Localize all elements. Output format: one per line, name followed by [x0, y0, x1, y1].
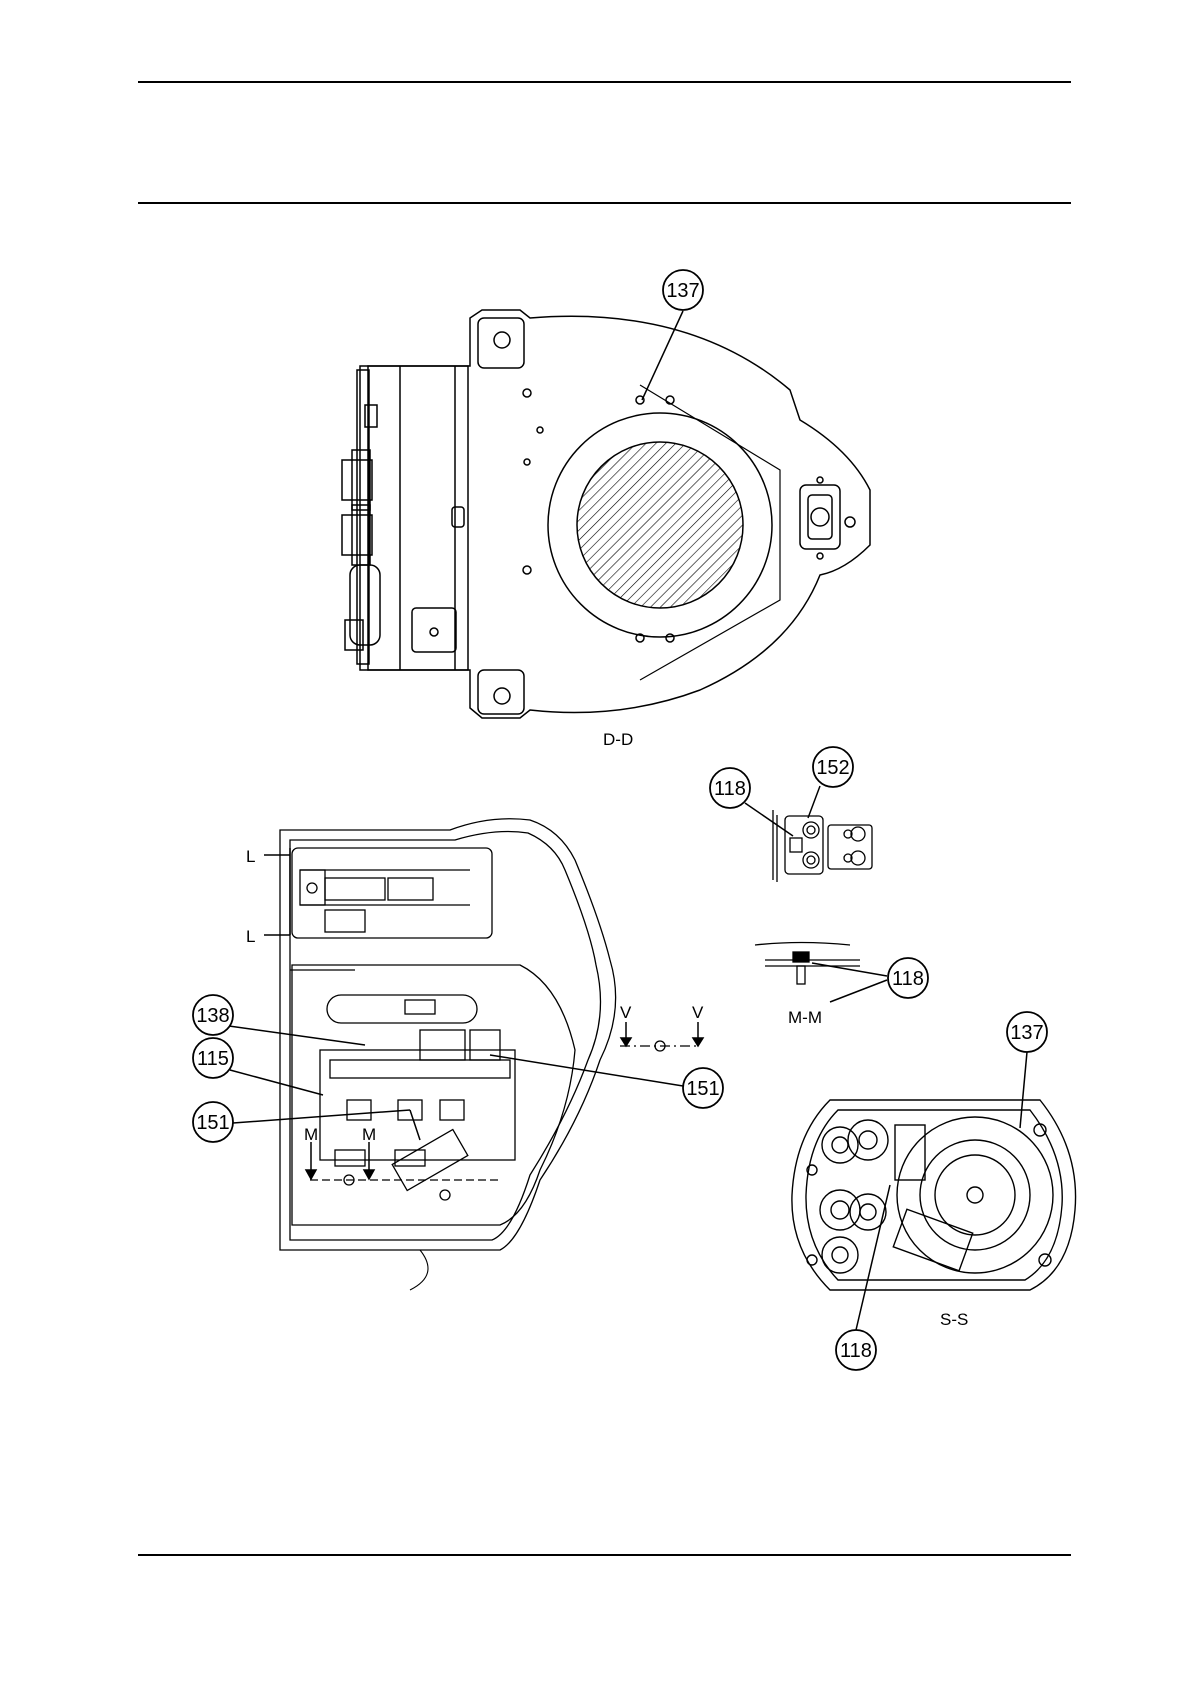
- detail-callout-118: 118: [710, 768, 793, 836]
- detail-callout-118-label: 118: [714, 778, 746, 800]
- ss-callout-137-label: 137: [1010, 1022, 1043, 1044]
- main-callout-151-left-label: 151: [196, 1112, 229, 1134]
- main-callout-115-label: 115: [197, 1048, 229, 1070]
- section-arrows: [264, 848, 703, 1179]
- detail-callout-152-label: 152: [816, 757, 849, 779]
- main-callout-151-right-label: 151: [686, 1078, 719, 1100]
- view-main: [280, 819, 700, 1290]
- section-mark-v-left: V: [620, 1003, 632, 1022]
- detail-callout-152: 152: [808, 747, 853, 818]
- view-mm: [755, 943, 860, 985]
- mm-caption: M-M: [788, 1008, 822, 1027]
- ss-callout-118-label: 118: [840, 1340, 872, 1362]
- view-detail-152: [773, 810, 872, 882]
- section-mark-v-right: V: [692, 1003, 704, 1022]
- main-callout-115: 115: [193, 1038, 323, 1095]
- main-callout-151-right: 151: [490, 1055, 723, 1108]
- view-dd: [342, 310, 870, 718]
- main-callout-138: 138: [193, 995, 365, 1045]
- main-callout-138-label: 138: [196, 1005, 229, 1027]
- ss-caption: S-S: [940, 1310, 968, 1329]
- mm-callout-118-label: 118: [892, 968, 924, 990]
- dd-caption: D-D: [603, 730, 633, 749]
- section-mark-l-bottom: L: [246, 927, 255, 946]
- dd-callout-137-label: 137: [666, 280, 699, 302]
- section-mark-m-left: M: [304, 1125, 318, 1144]
- section-mark-m-right: M: [362, 1125, 376, 1144]
- ss-callout-118: 118: [836, 1185, 890, 1370]
- mm-callout-118: 118: [812, 958, 928, 1002]
- view-ss: [792, 1100, 1076, 1290]
- section-mark-l-top: L: [246, 847, 255, 866]
